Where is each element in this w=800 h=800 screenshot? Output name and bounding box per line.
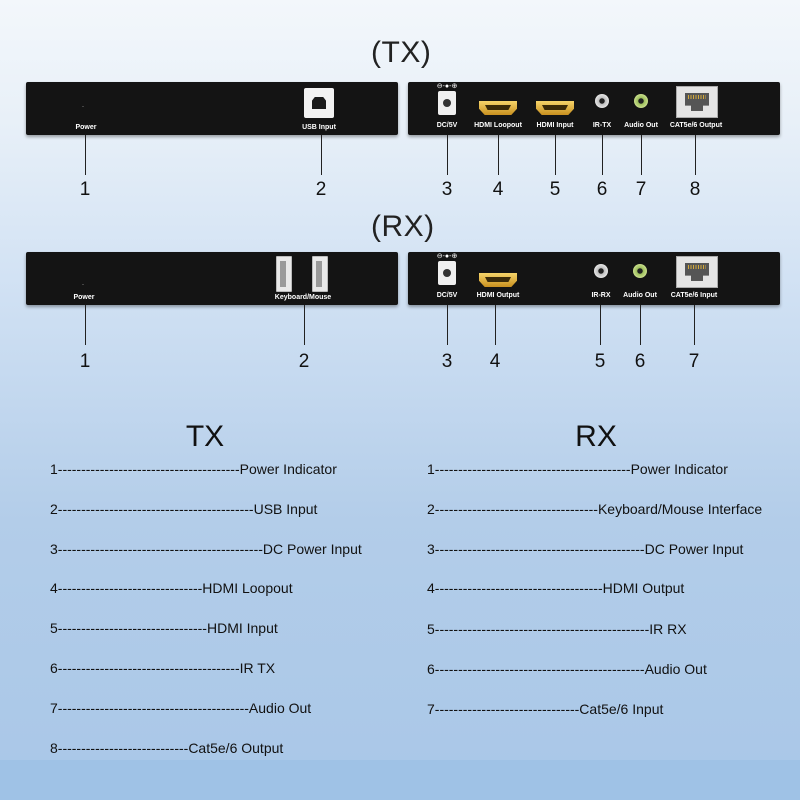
callout-line <box>695 135 696 175</box>
rx-audio-label: Audio Out <box>623 292 657 299</box>
hdmi-port-icon <box>536 101 574 115</box>
legend-rx-item: 6---------------------------------------… <box>427 661 707 677</box>
legend-rx-title: RX <box>575 420 617 453</box>
dc-jack-icon <box>438 261 456 285</box>
rx-power-label: Power <box>73 294 95 301</box>
rx-callout-number: 6 <box>634 351 646 372</box>
callout-line <box>495 305 496 345</box>
legend-rx-item: 7-------------------------------Cat5e/6 … <box>427 701 664 717</box>
tx-callout-number: 2 <box>315 179 327 200</box>
legend-tx-item: 5--------------------------------HDMI In… <box>50 620 278 636</box>
tx-audio-label: Audio Out <box>624 122 658 129</box>
rx-heading: (RX) <box>371 210 435 243</box>
callout-line <box>447 305 448 345</box>
legend-tx-item: 8----------------------------Cat5e/6 Out… <box>50 740 284 756</box>
callout-line <box>602 135 603 175</box>
hdmi-port-icon <box>479 101 517 115</box>
rx-back-panel: ⊖-●-⊕ DC/5V HDMI Output IR-RX Audio Out … <box>408 252 780 305</box>
callout-line <box>694 305 695 345</box>
callout-line <box>600 305 601 345</box>
tx-dc-label: DC/5V <box>436 122 458 129</box>
callout-line <box>85 135 86 175</box>
power-led <box>82 284 84 285</box>
legend-tx-title: TX <box>185 420 225 453</box>
tx-rj45-label: CAT5e/6 Output <box>669 122 723 129</box>
rx-ir-label: IR-RX <box>591 292 611 299</box>
tx-callout-number: 6 <box>596 179 608 200</box>
tx-ir-label: IR-TX <box>592 122 612 129</box>
legend-tx-item: 3---------------------------------------… <box>50 541 362 557</box>
callout-line <box>641 135 642 175</box>
legend-tx-item: 6---------------------------------------… <box>50 660 276 676</box>
legend-rx-item: 2-----------------------------------Keyb… <box>427 501 763 517</box>
tx-hdmi-input-label: HDMI Input <box>536 122 574 129</box>
callout-line <box>321 135 322 175</box>
rx-front-panel: Power Keyboard/Mouse <box>26 252 398 305</box>
callout-line <box>555 135 556 175</box>
tx-callout-number: 7 <box>635 179 647 200</box>
dc-polarity-symbol: ⊖-●-⊕ <box>436 83 458 90</box>
rj45-port-icon <box>676 256 718 288</box>
legend-tx-item: 1---------------------------------------… <box>50 461 337 477</box>
tx-heading: (TX) <box>371 36 432 69</box>
rx-callout-number: 4 <box>489 351 501 372</box>
rx-callout-number: 7 <box>688 351 700 372</box>
rx-callout-number: 1 <box>79 351 91 372</box>
legend-tx-item: 2---------------------------------------… <box>50 501 318 517</box>
tx-callout-number: 5 <box>549 179 561 200</box>
legend-rx-item: 5---------------------------------------… <box>427 621 687 637</box>
tx-back-panel: ⊖-●-⊕ DC/5V HDMI Loopout HDMI Input IR-T… <box>408 82 780 135</box>
legend-rx-item: 3---------------------------------------… <box>427 541 744 557</box>
rx-callout-number: 3 <box>441 351 453 372</box>
callout-line <box>304 305 305 345</box>
legend-rx-item: 4------------------------------------HDM… <box>427 580 685 596</box>
hdmi-port-icon <box>479 273 517 287</box>
tx-front-panel: Power USB Input <box>26 82 398 135</box>
usb-b-port-icon <box>304 88 334 118</box>
rx-hdmi-output-label: HDMI Output <box>476 292 520 299</box>
callout-line <box>640 305 641 345</box>
tx-callout-number: 8 <box>689 179 701 200</box>
callout-line <box>85 305 86 345</box>
rx-kbm-label: Keyboard/Mouse <box>274 294 332 301</box>
tx-callout-number: 4 <box>492 179 504 200</box>
legend-tx-item: 7---------------------------------------… <box>50 700 312 716</box>
rx-callout-number: 2 <box>298 351 310 372</box>
tx-power-label: Power <box>75 124 97 131</box>
tx-usb-label: USB Input <box>302 124 336 131</box>
rx-callout-number: 5 <box>594 351 606 372</box>
rj45-port-icon <box>676 86 718 118</box>
legend-rx-item: 1---------------------------------------… <box>427 461 728 477</box>
power-led <box>82 106 84 107</box>
ir-jack-icon <box>594 264 608 278</box>
rx-rj45-label: CAT5e/6 Input <box>670 292 718 299</box>
bottom-band <box>0 760 800 800</box>
dc-jack-icon <box>438 91 456 115</box>
usb-a-port-icon <box>312 256 328 292</box>
rx-dc-label: DC/5V <box>436 292 458 299</box>
callout-line <box>447 135 448 175</box>
legend-tx-item: 4-------------------------------HDMI Loo… <box>50 580 293 596</box>
callout-line <box>498 135 499 175</box>
usb-a-port-icon <box>276 256 292 292</box>
audio-jack-icon <box>633 264 647 278</box>
tx-hdmi-loopout-label: HDMI Loopout <box>474 122 522 129</box>
ir-jack-icon <box>595 94 609 108</box>
dc-polarity-symbol: ⊖-●-⊕ <box>436 253 458 260</box>
tx-callout-number: 1 <box>79 179 91 200</box>
tx-callout-number: 3 <box>441 179 453 200</box>
audio-jack-icon <box>634 94 648 108</box>
